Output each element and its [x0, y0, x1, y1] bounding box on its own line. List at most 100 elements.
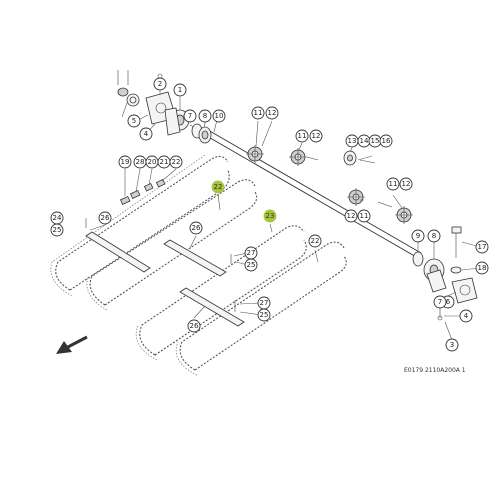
svg-text:26: 26 — [101, 214, 110, 222]
callout-7-balloon: 7 — [183, 109, 197, 123]
svg-text:26: 26 — [190, 322, 199, 330]
svg-text:11: 11 — [298, 132, 307, 140]
svg-text:3: 3 — [450, 341, 454, 349]
callout-11-balloon: 11 — [251, 106, 265, 120]
callout-11-balloon-c: 11 — [386, 177, 400, 191]
belt-4 — [175, 241, 347, 376]
svg-text:11: 11 — [360, 212, 369, 220]
svg-text:22: 22 — [172, 158, 181, 166]
callout-7-balloon-b: 7 — [433, 295, 447, 309]
drawing-reference-code: E0179 2110A200A 1 — [404, 367, 466, 374]
svg-text:21: 21 — [160, 158, 169, 166]
svg-text:14: 14 — [360, 137, 369, 145]
callout-27-balloon-b: 27 — [257, 296, 271, 310]
leader-lines — [89, 88, 481, 341]
sprocket-upper-2 — [289, 148, 319, 166]
svg-text:11: 11 — [254, 109, 263, 117]
svg-text:5: 5 — [132, 117, 136, 125]
svg-text:12: 12 — [268, 109, 277, 117]
callout-12-balloon: 12 — [265, 106, 279, 120]
svg-text:1: 1 — [178, 86, 182, 94]
belt-1 — [50, 154, 230, 297]
callout-15-balloon: 15 — [368, 134, 382, 148]
guide-rail-2 — [163, 239, 227, 277]
callout-balloons: 1 2 3 4 5 6 7 8 9 10 11 12 13 14 15 16 1… — [50, 77, 489, 352]
belt-2 — [86, 179, 258, 311]
belt-3 — [135, 225, 307, 361]
svg-text:22: 22 — [311, 237, 320, 245]
svg-text:13: 13 — [348, 137, 357, 145]
svg-text:9: 9 — [416, 232, 420, 240]
callout-12-balloon-b: 12 — [309, 129, 323, 143]
callout-22-balloon-b: 22 — [308, 234, 322, 248]
callout-20-balloon: 20 — [145, 155, 159, 169]
callout-22-balloon: 22 — [169, 155, 183, 169]
svg-text:20: 20 — [148, 158, 157, 166]
svg-text:4: 4 — [464, 312, 469, 320]
svg-text:25: 25 — [260, 311, 269, 319]
callout-18-balloon: 18 — [475, 261, 489, 275]
callout-13-balloon: 13 — [345, 134, 359, 148]
right-bearing-assembly — [412, 226, 478, 321]
svg-text:18: 18 — [478, 264, 487, 272]
svg-text:28: 28 — [136, 158, 145, 166]
callout-26-balloon-c: 26 — [187, 319, 201, 333]
svg-text:15: 15 — [371, 137, 380, 145]
callout-17-balloon: 17 — [475, 240, 489, 254]
callout-10-balloon: 10 — [212, 109, 226, 123]
svg-text:16: 16 — [382, 137, 391, 145]
callout-2-balloon: 2 — [153, 77, 167, 91]
callout-8-balloon-b: 8 — [427, 229, 441, 243]
svg-text:11: 11 — [389, 180, 398, 188]
callout-25-balloon-b: 25 — [244, 258, 258, 272]
svg-text:7: 7 — [438, 298, 442, 306]
callout-26-balloon: 26 — [98, 211, 112, 225]
callout-11-balloon-d: 11 — [357, 209, 371, 223]
svg-text:25: 25 — [53, 226, 62, 234]
callout-22-highlight-balloon: 22 — [211, 180, 225, 194]
svg-text:17: 17 — [478, 243, 487, 251]
svg-text:12: 12 — [347, 212, 356, 220]
guide-rail-3 — [179, 287, 245, 327]
callout-1-balloon: 1 — [173, 83, 187, 97]
callout-25-balloon: 25 — [50, 223, 64, 237]
svg-text:24: 24 — [53, 214, 62, 222]
svg-text:27: 27 — [260, 299, 269, 307]
svg-text:7: 7 — [188, 112, 192, 120]
callout-12-balloon-d: 12 — [344, 209, 358, 223]
sprocket-lower-1 — [347, 188, 365, 206]
svg-text:22: 22 — [214, 183, 223, 191]
svg-text:8: 8 — [432, 232, 436, 240]
direction-arrow — [56, 335, 88, 354]
svg-text:2: 2 — [158, 80, 162, 88]
guide-rail-1 — [85, 231, 151, 273]
callout-23-balloon: 23 — [263, 209, 277, 223]
callout-8-balloon: 8 — [198, 109, 212, 123]
callout-19-balloon: 19 — [118, 155, 132, 169]
svg-text:4: 4 — [144, 130, 149, 138]
callout-3-balloon: 3 — [445, 338, 459, 352]
callout-12-balloon-c: 12 — [399, 177, 413, 191]
svg-text:27: 27 — [247, 249, 256, 257]
svg-text:19: 19 — [121, 158, 130, 166]
svg-text:12: 12 — [402, 180, 411, 188]
svg-text:25: 25 — [247, 261, 256, 269]
sprocket-lower-2 — [377, 201, 413, 224]
sprocket-upper-1 — [246, 145, 264, 163]
callout-28-balloon: 28 — [133, 155, 147, 169]
callout-9-balloon: 9 — [411, 229, 425, 243]
sprocket-middle — [343, 150, 376, 166]
callout-21-balloon: 21 — [157, 155, 171, 169]
callout-27-balloon: 27 — [244, 246, 258, 260]
callout-4-balloon: 4 — [139, 127, 153, 141]
callout-25-balloon-c: 25 — [257, 308, 271, 322]
svg-text:23: 23 — [266, 212, 275, 220]
svg-text:8: 8 — [203, 112, 207, 120]
svg-text:26: 26 — [192, 224, 201, 232]
svg-text:6: 6 — [446, 298, 451, 306]
callout-4-balloon-b: 4 — [459, 309, 473, 323]
callout-5-balloon: 5 — [127, 114, 141, 128]
svg-text:10: 10 — [215, 112, 224, 120]
